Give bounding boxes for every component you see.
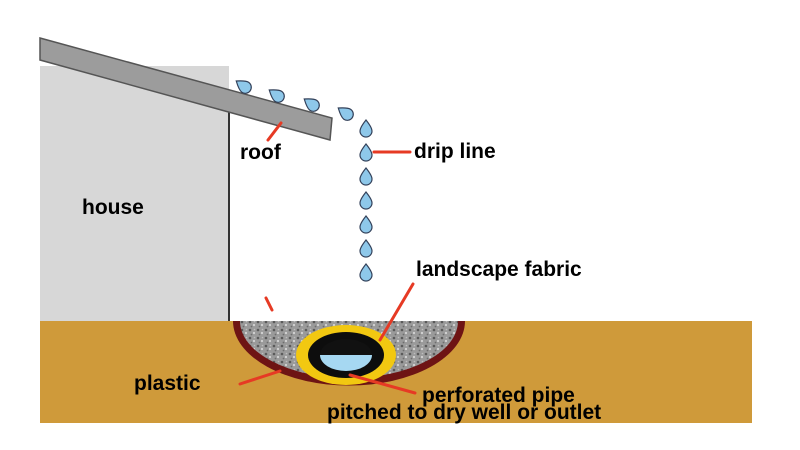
drip-line-drops <box>359 119 373 282</box>
landscape-fabric-leader <box>378 282 415 342</box>
water-drop-icon <box>303 98 320 112</box>
fabric-tick-leader <box>264 296 274 312</box>
house-wall <box>40 66 229 321</box>
water-drop-icon <box>359 239 373 258</box>
water-drop-icon <box>359 167 373 186</box>
house-label: house <box>82 196 144 219</box>
water-drop-icon <box>359 119 373 138</box>
drip-line-label: drip line <box>414 140 496 163</box>
plastic-leader <box>238 369 282 386</box>
water-drop-icon <box>359 143 373 162</box>
perforated-pipe-label: perforated pipe <box>422 384 575 407</box>
pipe-water <box>320 355 372 371</box>
water-drop-icon <box>268 89 285 103</box>
leader-lines <box>238 121 417 395</box>
water-drop-icon <box>337 107 354 121</box>
water-drop-icon <box>359 191 373 210</box>
water-drop-icon <box>359 215 373 234</box>
roof-label: roof <box>240 141 281 164</box>
roof-leader <box>266 121 283 142</box>
landscape-fabric-label: landscape fabric <box>416 258 582 281</box>
water-drop-icon <box>235 80 252 94</box>
water-drop-icon <box>359 263 373 282</box>
perforated-pipe-leader <box>348 373 417 395</box>
roof-drops <box>235 80 354 121</box>
pipe-pitch-note: pitched to dry well or outlet <box>327 401 602 424</box>
plastic-label: plastic <box>134 372 201 395</box>
pipe-hollow <box>320 339 372 355</box>
roof <box>39 37 333 141</box>
